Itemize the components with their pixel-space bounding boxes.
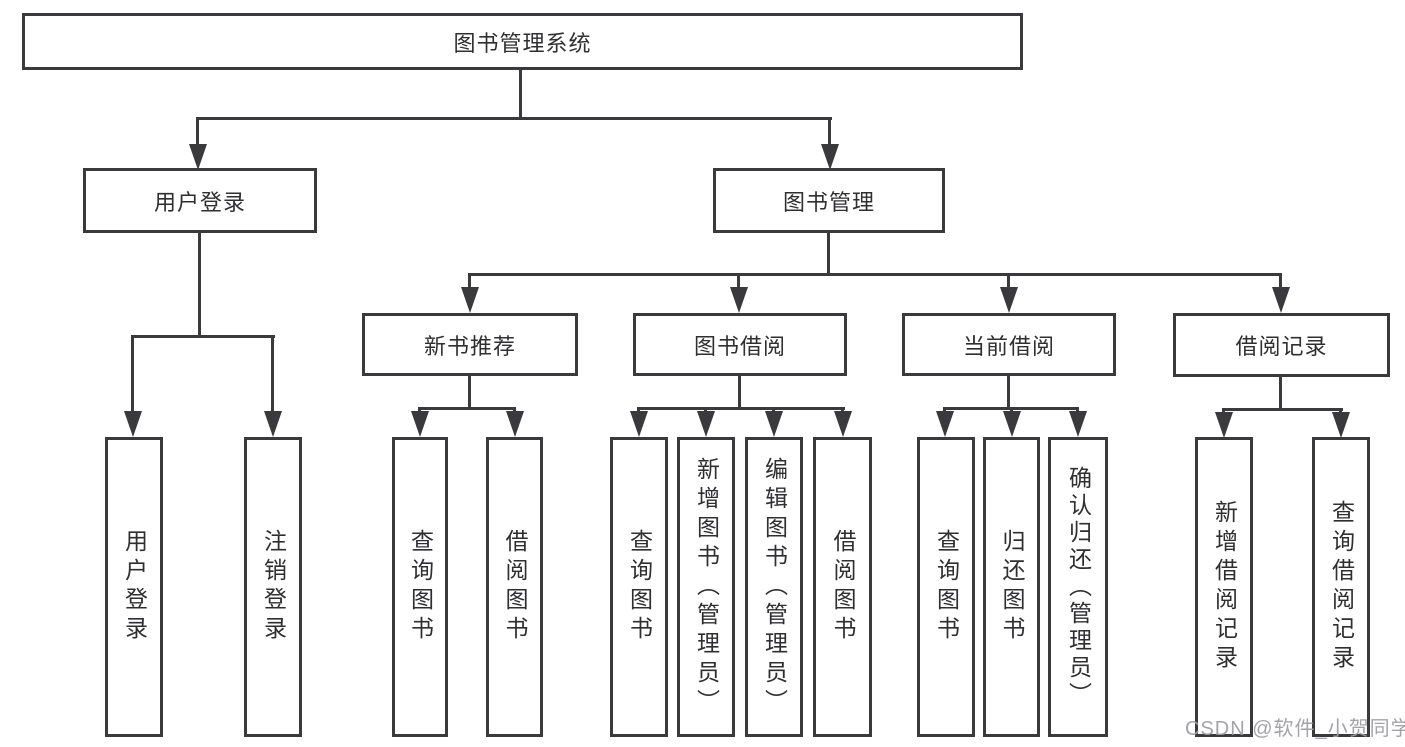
arrow-to-cb-return (1003, 411, 1021, 437)
leaf-cb-query-books-label: 查询图书 (933, 529, 960, 645)
connector-drop-borrowrecords (1279, 273, 1282, 289)
connector-newbooks-stem (468, 376, 471, 410)
leaf-cb-confirm-return-admin: 确认归还（管理员） (1048, 437, 1108, 737)
connector-userlogin-stem (198, 233, 201, 338)
leaf-nb-query-books-label: 查询图书 (407, 529, 434, 645)
arrow-to-nb-borrow (506, 411, 524, 437)
node-user-login: 用户登录 (83, 168, 317, 233)
node-current-borrowing: 当前借阅 (902, 313, 1116, 376)
leaf-bb-add-books-admin-label: 新增图书（管理员） (693, 456, 720, 718)
leaf-nb-query-books: 查询图书 (392, 437, 448, 737)
leaf-bb-query-books: 查询图书 (610, 437, 668, 737)
arrow-to-br-add (1215, 412, 1233, 438)
node-borrowing-records-label: 借阅记录 (1235, 334, 1328, 359)
arrow-to-user-login (189, 144, 207, 170)
node-new-book-recommend: 新书推荐 (362, 313, 578, 376)
leaf-cb-return-books-label: 归还图书 (999, 529, 1025, 645)
arrow-to-book-management (821, 144, 839, 170)
arrow-to-bookborrow (730, 287, 748, 313)
leaf-nb-borrow-books-label: 借阅图书 (502, 529, 528, 645)
leaf-bb-query-books-label: 查询图书 (626, 529, 653, 645)
leaf-logout: 注销登录 (244, 437, 302, 737)
leaf-br-query-record-label: 查询借阅记录 (1328, 500, 1355, 674)
connector-userlogin-bus (131, 335, 275, 338)
node-library-system: 图书管理系统 (22, 13, 1023, 70)
node-book-management-label: 图书管理 (782, 189, 875, 215)
connector-drop-leaf-logout (271, 335, 274, 413)
node-current-borrowing-label: 当前借阅 (962, 333, 1055, 359)
connector-bookmgmt-stem (827, 233, 830, 276)
connector-borrowrecords-bus (1222, 408, 1343, 411)
leaf-bb-edit-books-admin: 编辑图书（管理员） (745, 437, 803, 737)
leaf-bb-edit-books-admin-label: 编辑图书（管理员） (761, 456, 788, 718)
leaf-br-add-record-label: 新增借阅记录 (1211, 500, 1238, 674)
connector-root-bus (196, 117, 832, 120)
leaf-cb-query-books: 查询图书 (917, 437, 975, 737)
arrow-to-br-query (1332, 412, 1350, 438)
csdn-watermark: CSDN @软件_小贺同学 (1185, 718, 1405, 740)
arrow-to-nb-query (411, 411, 429, 437)
connector-drop-user-login (196, 117, 199, 147)
leaf-user-login: 用户登录 (105, 437, 163, 737)
connector-borrowrecords-stem (1279, 377, 1282, 411)
arrow-to-bb-borrow (834, 411, 852, 437)
leaf-user-login-label: 用户登录 (121, 529, 148, 645)
leaf-cb-return-books: 归还图书 (983, 437, 1040, 737)
arrow-to-borrowrecords (1272, 287, 1290, 313)
node-user-login-label: 用户登录 (153, 189, 246, 215)
node-borrowing-records: 借阅记录 (1173, 313, 1390, 377)
connector-drop-newbooks (468, 273, 471, 289)
leaf-bb-borrow-books-label: 借阅图书 (830, 529, 856, 645)
arrow-to-newbooks (461, 287, 479, 313)
arrow-to-bb-add (697, 411, 715, 437)
arrow-to-bb-edit (765, 411, 783, 437)
connector-newbooks-bus (418, 407, 516, 410)
leaf-bb-borrow-books: 借阅图书 (813, 437, 872, 737)
connector-bookmgmt-bus (468, 273, 1282, 276)
connector-root-stem (519, 69, 522, 119)
leaf-bb-add-books-admin: 新增图书（管理员） (677, 437, 735, 737)
connector-currentborrow-stem (1007, 376, 1010, 410)
arrow-to-cb-confirm (1069, 411, 1087, 437)
leaf-br-add-record: 新增借阅记录 (1195, 437, 1253, 737)
node-library-system-label: 图书管理系统 (453, 30, 592, 56)
connector-drop-currentborrow (1007, 273, 1010, 289)
connector-bookborrow-bus (637, 407, 845, 410)
connector-drop-leaf-login (131, 335, 134, 413)
arrow-to-leaf-logout (264, 411, 282, 437)
arrow-to-cb-query (936, 411, 954, 437)
arrow-to-leaf-login (124, 411, 142, 437)
leaf-br-query-record: 查询借阅记录 (1312, 437, 1370, 737)
leaf-nb-borrow-books: 借阅图书 (486, 437, 543, 737)
node-book-borrowing: 图书借阅 (633, 313, 847, 376)
arrow-to-bb-query (630, 411, 648, 437)
node-book-borrowing-label: 图书借阅 (693, 333, 786, 359)
connector-bookborrow-stem (738, 376, 741, 410)
node-book-management: 图书管理 (713, 168, 945, 233)
leaf-logout-label: 注销登录 (260, 529, 287, 645)
connector-drop-book-management (828, 117, 831, 147)
leaf-cb-confirm-return-admin-label: 确认归还（管理员） (1065, 465, 1092, 709)
connector-drop-bookborrow (737, 273, 740, 289)
node-new-book-recommend-label: 新书推荐 (423, 333, 516, 359)
arrow-to-currentborrow (1000, 287, 1018, 313)
